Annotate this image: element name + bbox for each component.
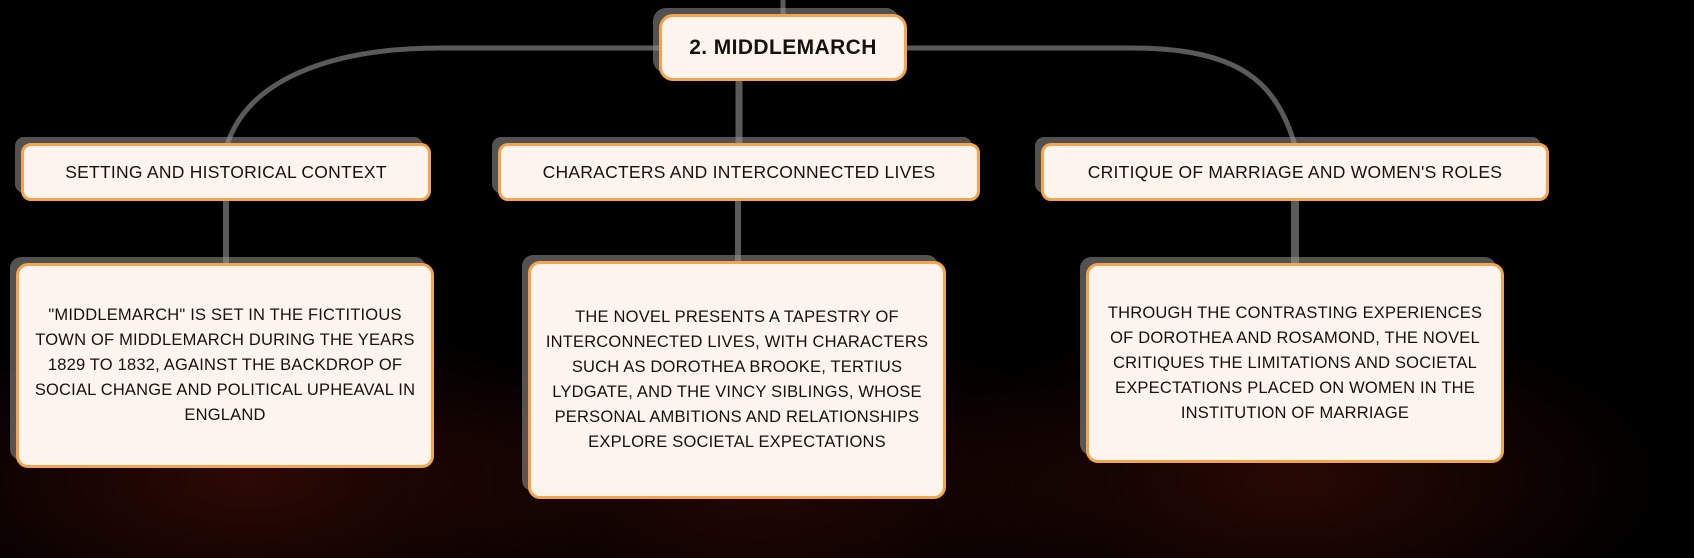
connector-root-to-branch-3 [904,45,1297,145]
branch-node-characters-and-interconnected-lives[interactable]: CHARACTERS AND INTERCONNECTED LIVES [498,143,980,201]
branch-node-label: SETTING AND HISTORICAL CONTEXT [65,161,387,182]
detail-node-critique-of-marriage-and-womens-roles[interactable]: THROUGH THE CONTRASTING EXPERIENCES OF D… [1086,263,1504,463]
branch-node-label: CRITIQUE OF MARRIAGE AND WOMEN'S ROLES [1087,161,1503,182]
detail-node-text: THE NOVEL PRESENTS A TAPESTRY OF INTERCO… [545,308,929,451]
branch-node-setting-and-historical-context[interactable]: SETTING AND HISTORICAL CONTEXT [21,143,431,201]
detail-node-text: "MIDDLEMARCH" IS SET IN THE FICTITIOUS T… [34,306,416,424]
root-node-label: 2. MIDDLEMARCH [689,35,877,59]
branch-node-label: CHARACTERS AND INTERCONNECTED LIVES [542,161,936,182]
root-node-middlemarch[interactable]: 2. MIDDLEMARCH [659,14,907,81]
detail-node-characters-and-interconnected-lives[interactable]: THE NOVEL PRESENTS A TAPESTRY OF INTERCO… [528,261,946,499]
detail-node-setting-and-historical-context[interactable]: "MIDDLEMARCH" IS SET IN THE FICTITIOUS T… [16,263,434,468]
detail-node-text: THROUGH THE CONTRASTING EXPERIENCES OF D… [1107,303,1483,422]
connector-root-to-branch-1 [225,45,662,145]
branch-node-critique-of-marriage-and-womens-roles[interactable]: CRITIQUE OF MARRIAGE AND WOMEN'S ROLES [1041,143,1549,201]
